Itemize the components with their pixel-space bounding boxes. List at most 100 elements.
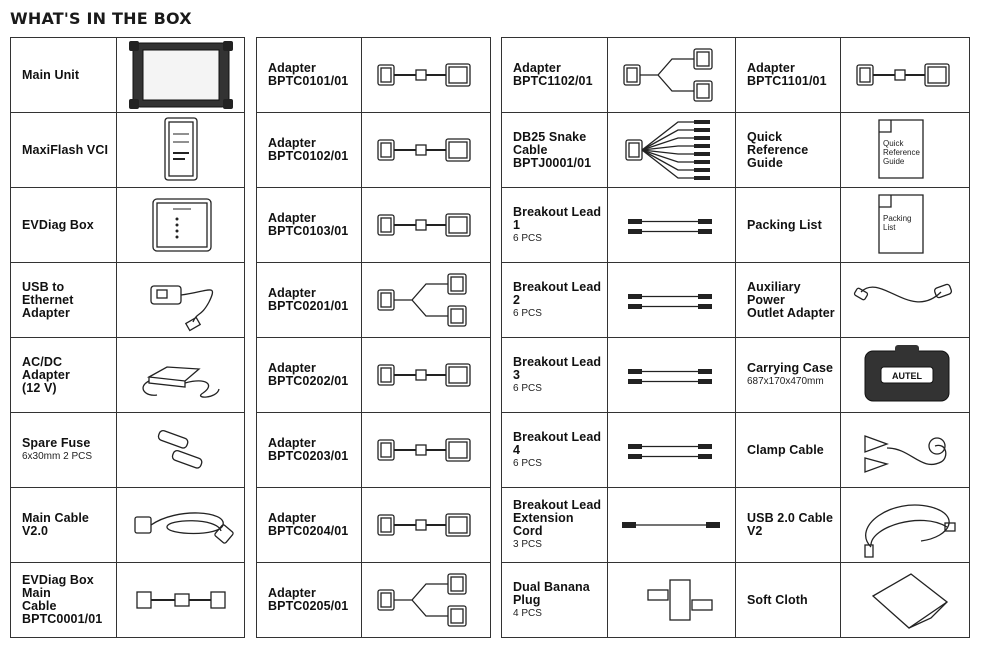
- item-cell: Adapter BPTC0101/01: [256, 37, 491, 113]
- svg-text:Guide: Guide: [883, 157, 905, 166]
- item-image: [117, 188, 244, 262]
- item-quantity: 6 PCS: [513, 457, 542, 469]
- svg-text:Packing: Packing: [883, 214, 911, 223]
- item-label: EVDiag Box: [11, 188, 117, 262]
- item-name: Auxiliary Power Outlet Adapter: [747, 279, 835, 320]
- svg-text:List: List: [883, 223, 896, 232]
- item-image: [841, 38, 969, 112]
- split-adapter-icon: [623, 48, 713, 102]
- svg-text:Reference: Reference: [883, 148, 920, 157]
- item-name: Quick Reference Guide: [747, 129, 809, 170]
- item-image: [117, 563, 244, 637]
- item-name: Adapter BPTC0202/01: [268, 361, 349, 388]
- item-name: Soft Cloth: [747, 592, 808, 607]
- item-name: Main Cable V2.0: [22, 511, 89, 538]
- item-name: Adapter BPTC0201/01: [268, 286, 349, 313]
- item-image: [608, 113, 736, 187]
- item-quantity: 3 PCS: [513, 539, 542, 550]
- item-name: Clamp Cable: [747, 442, 824, 457]
- item-name: Breakout Lead 2: [513, 279, 602, 307]
- item-name: EVDiag Box: [22, 217, 94, 232]
- item-label: Packing List: [736, 188, 841, 262]
- item-name: Packing List: [747, 217, 822, 232]
- item-quantity: 687x170x470mm: [747, 376, 824, 387]
- item-name: USB to Ethernet Adapter: [22, 279, 74, 320]
- item-name: Spare Fuse: [22, 436, 91, 450]
- power-adapter-icon: [141, 366, 220, 398]
- item-image: [117, 38, 244, 112]
- item-name: Adapter BPTC0204/01: [268, 511, 349, 538]
- item-cell: Soft Cloth: [735, 562, 970, 638]
- item-image: [841, 488, 969, 562]
- item-cell: Adapter BPTC0103/01: [256, 187, 491, 263]
- item-name: Adapter BPTC0101/01: [268, 61, 349, 88]
- item-cell: AC/DC Adapter (12 V): [10, 337, 245, 413]
- item-name: Breakout Lead 4: [513, 429, 602, 457]
- item-image: [608, 488, 736, 562]
- item-name: Adapter BPTC0203/01: [268, 436, 349, 463]
- item-cell: USB 2.0 Cable V2: [735, 487, 970, 563]
- snake-cable-icon: [625, 120, 710, 180]
- item-cell: Main Unit: [10, 37, 245, 113]
- item-label: Adapter BPTC0203/01: [257, 413, 362, 487]
- item-image: [362, 413, 490, 487]
- item-cell: Adapter BPTC0102/01: [256, 112, 491, 188]
- item-image: [608, 413, 736, 487]
- item-label: USB 2.0 Cable V2: [736, 488, 841, 562]
- item-name: Breakout Lead 3: [513, 354, 602, 382]
- item-cell: Adapter BPTC0204/01: [256, 487, 491, 563]
- vci-box-icon: [163, 117, 198, 181]
- item-cell: Adapter BPTC0202/01: [256, 337, 491, 413]
- item-label: Adapter BPTC1102/01: [502, 38, 608, 112]
- item-image: [362, 188, 490, 262]
- item-name: Dual Banana Plug: [513, 579, 590, 607]
- item-label: Soft Cloth: [736, 563, 841, 637]
- item-label: Auxiliary Power Outlet Adapter: [736, 263, 841, 337]
- evdiag-box-icon: [151, 198, 212, 252]
- svg-text:Quick: Quick: [883, 139, 904, 148]
- item-cell: Adapter BPTC1102/01: [501, 37, 737, 113]
- item-label: Clamp Cable: [736, 413, 841, 487]
- item-label: Adapter BPTC0201/01: [257, 263, 362, 337]
- item-image: [841, 563, 969, 637]
- item-quantity: 6 PCS: [513, 382, 542, 394]
- carrying-case-icon: AUTEL: [864, 345, 950, 402]
- item-image: [608, 563, 736, 637]
- item-quantity: 6x30mm 2 PCS: [22, 451, 93, 462]
- adapter-cable-icon: [377, 438, 471, 462]
- item-cell: Adapter BPTC0203/01: [256, 412, 491, 488]
- item-label: EVDiag Box Main Cable BPTC0001/01: [11, 563, 117, 637]
- tablet-icon: [128, 41, 233, 109]
- item-name: AC/DC Adapter (12 V): [22, 354, 70, 395]
- item-cell: Auxiliary Power Outlet Adapter: [735, 262, 970, 338]
- evdiag-cable-icon: [135, 591, 226, 609]
- item-label: Quick Reference Guide: [736, 113, 841, 187]
- item-image: [117, 338, 244, 412]
- page-title: WHAT'S IN THE BOX: [10, 9, 192, 28]
- item-cell: Adapter BPTC1101/01: [735, 37, 970, 113]
- item-image: AUTEL: [841, 338, 969, 412]
- item-name: USB 2.0 Cable V2: [747, 511, 834, 538]
- item-label: Adapter BPTC0202/01: [257, 338, 362, 412]
- item-label: Main Unit: [11, 38, 117, 112]
- fuse-icon: [157, 429, 202, 469]
- item-cell: Adapter BPTC0201/01: [256, 262, 491, 338]
- item-image: [608, 38, 736, 112]
- item-cell: MaxiFlash VCI: [10, 112, 245, 188]
- item-label: Adapter BPTC0205/01: [257, 563, 362, 637]
- item-label: Adapter BPTC1101/01: [736, 38, 841, 112]
- item-image: [362, 113, 490, 187]
- item-label: Adapter BPTC0101/01: [257, 38, 362, 112]
- adapter-cable-icon: [856, 63, 950, 87]
- item-name: Adapter BPTC1102/01: [513, 61, 593, 88]
- item-label: Adapter BPTC0102/01: [257, 113, 362, 187]
